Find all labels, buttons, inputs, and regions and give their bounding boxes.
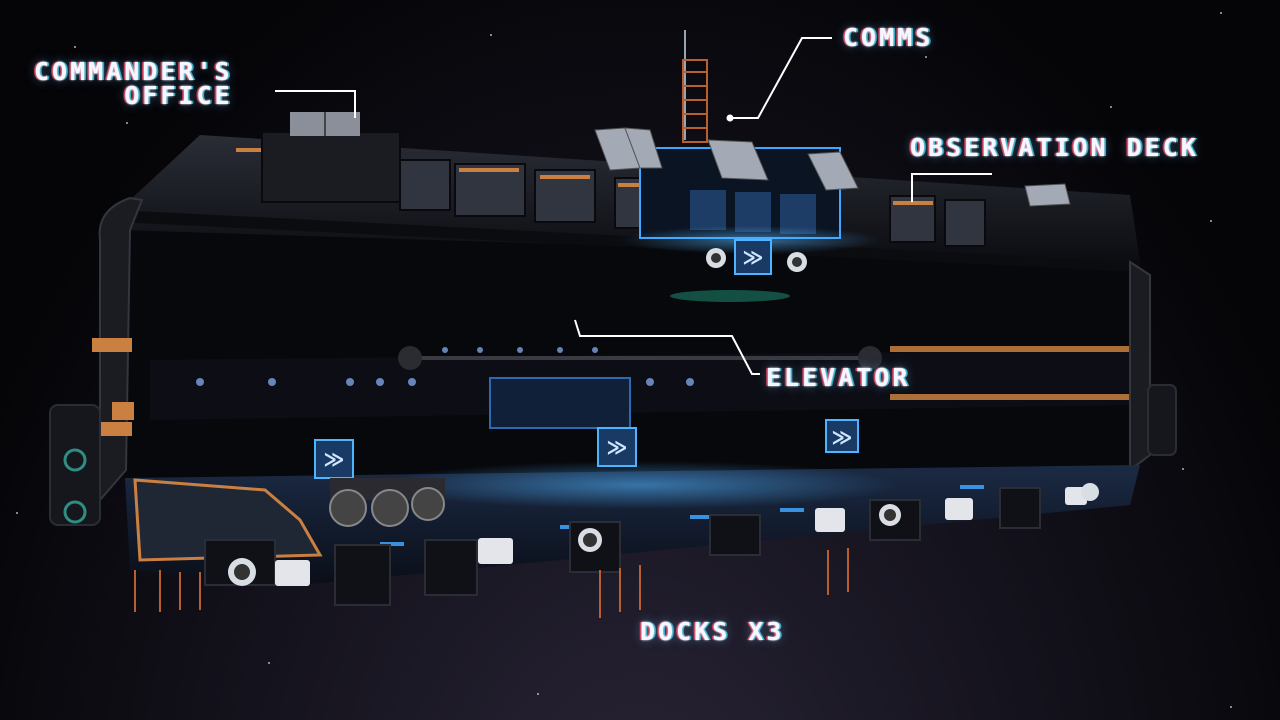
vent-icon [884,509,896,521]
callout-leaders [275,37,992,375]
upper-deck: ≫ [118,30,1140,275]
label-commanders-office: COMMANDER'S OFFICE [34,57,233,110]
chevron-emblem-icon: ≫ [324,447,345,471]
star [490,34,492,36]
dock-emblem [314,419,859,479]
star [925,56,927,58]
star [1182,468,1184,470]
label-observation-deck: OBSERVATION DECK [910,133,1199,162]
star [537,693,539,695]
chevron-emblem-icon: ≫ [743,245,764,269]
label-elevator: ELEVATOR [766,363,911,392]
station-frame [49,196,1177,526]
star [16,512,18,514]
star [1220,12,1222,14]
label-docks: DOCKS X3 [640,617,785,646]
star [1230,706,1232,708]
rover-vehicle [329,478,445,527]
star [268,662,270,664]
vent-icon [583,533,597,547]
chevron-emblem-icon: ≫ [607,435,628,459]
label-comms: COMMS [843,23,934,52]
star [1110,106,1112,108]
star [74,46,76,48]
star [1210,220,1212,222]
chevron-emblem-icon: ≫ [832,425,853,449]
star [126,122,128,124]
hangar-interior [118,230,1140,478]
vent-icon [234,564,250,580]
dock-floor: ≫ ≫ ≫ [125,419,1140,618]
